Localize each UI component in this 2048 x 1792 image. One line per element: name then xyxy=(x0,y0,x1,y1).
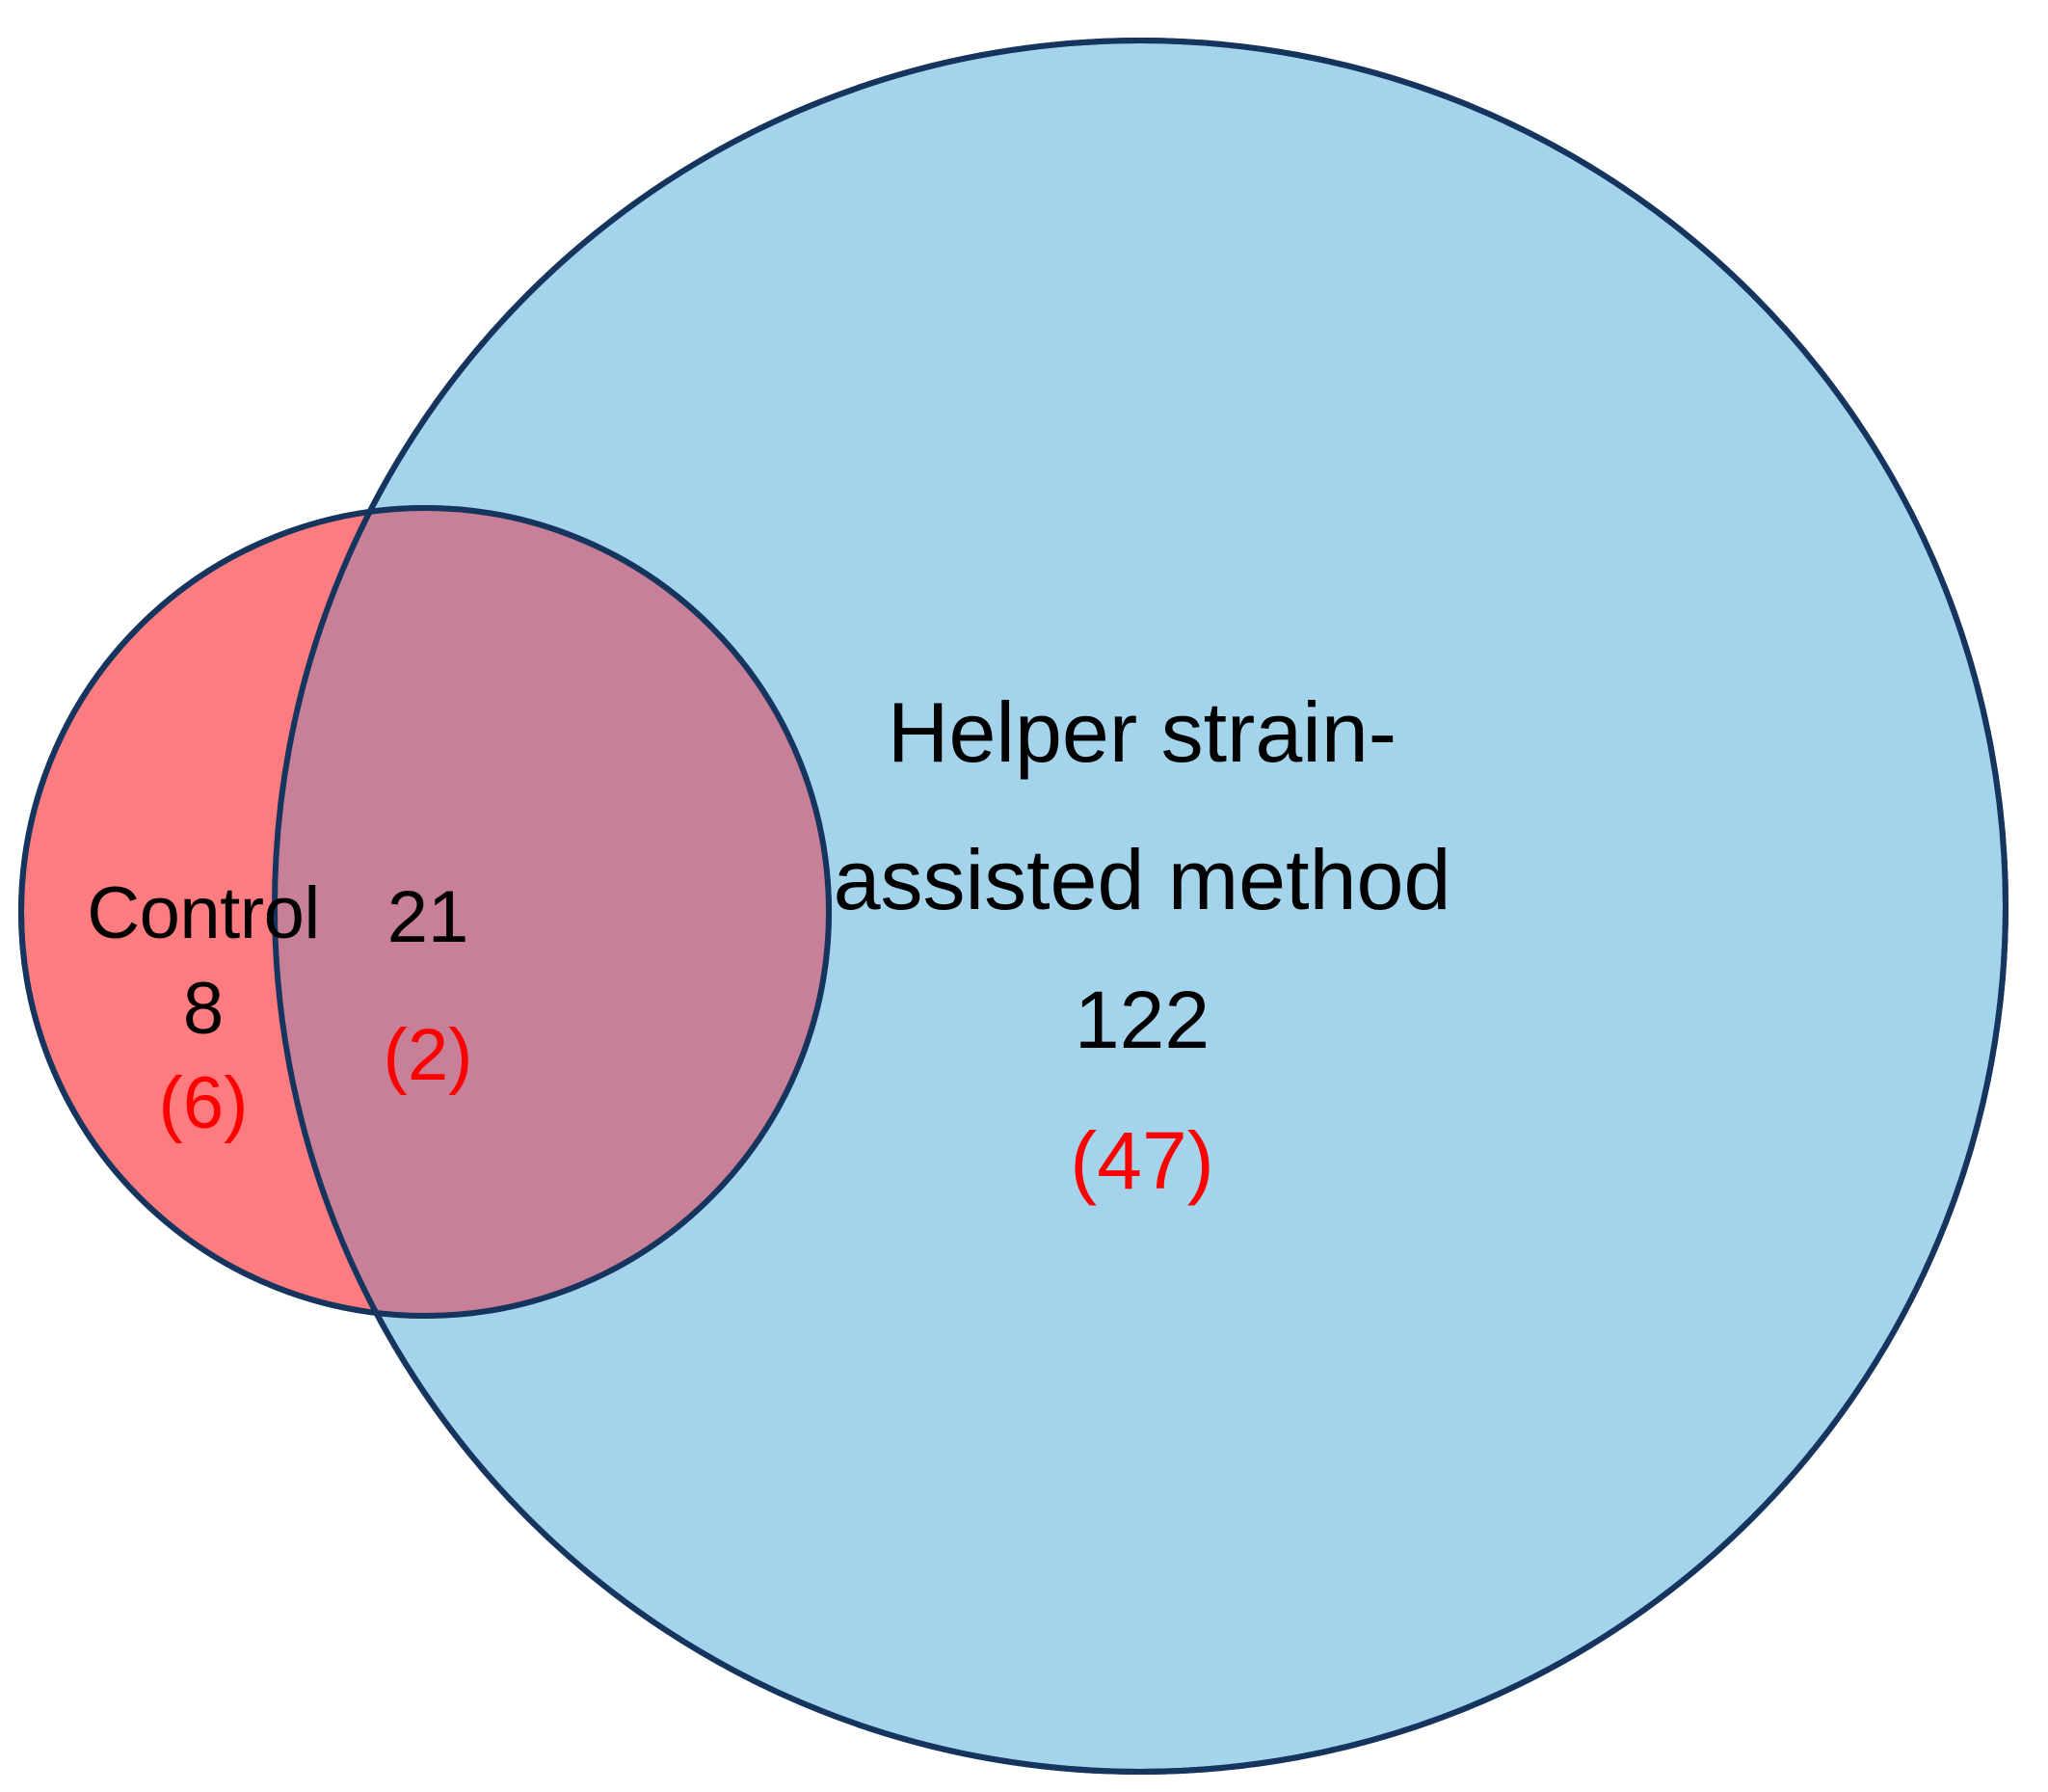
intersection-region-labels: 21 (2) xyxy=(264,873,592,1100)
helper-region-labels: Helper strain- assisted method 122 (47) xyxy=(752,681,1532,1211)
helper-secondary-count: (47) xyxy=(1070,1115,1214,1207)
control-region-labels: Control 8 (6) xyxy=(17,869,389,1149)
helper-set-label-line-1: Helper strain- xyxy=(887,684,1397,780)
control-secondary-count: (6) xyxy=(158,1062,249,1145)
helper-set-label-line-2: assisted method xyxy=(833,832,1451,928)
control-set-outline xyxy=(18,505,832,1319)
intersection-primary-count: 21 xyxy=(386,876,469,958)
intersection-secondary-count: (2) xyxy=(383,1013,473,1096)
helper-primary-count: 122 xyxy=(1074,974,1210,1065)
control-set-label: Control xyxy=(87,872,320,954)
helper-set-outline xyxy=(272,38,2008,1775)
control-primary-count: 8 xyxy=(182,967,225,1050)
